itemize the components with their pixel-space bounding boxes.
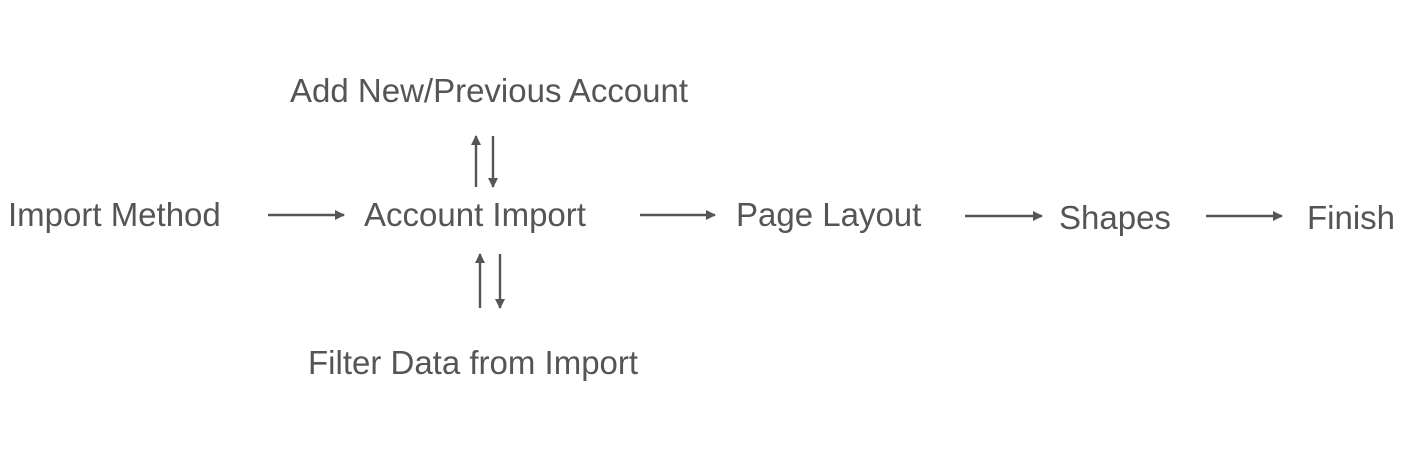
node-shapes: Shapes [1059,199,1171,236]
node-finish: Finish [1307,199,1396,236]
node-import-method: Import Method [8,196,221,233]
node-filter-data-from-import: Filter Data from Import [308,344,639,381]
bidirectional-arrow-account-import-add-account [471,135,498,188]
bidirectional-arrow-account-import-filter-data [475,253,505,309]
node-account-import: Account Import [364,196,586,233]
node-page-layout: Page Layout [736,196,922,233]
node-add-new-previous-account: Add New/Previous Account [290,72,689,109]
